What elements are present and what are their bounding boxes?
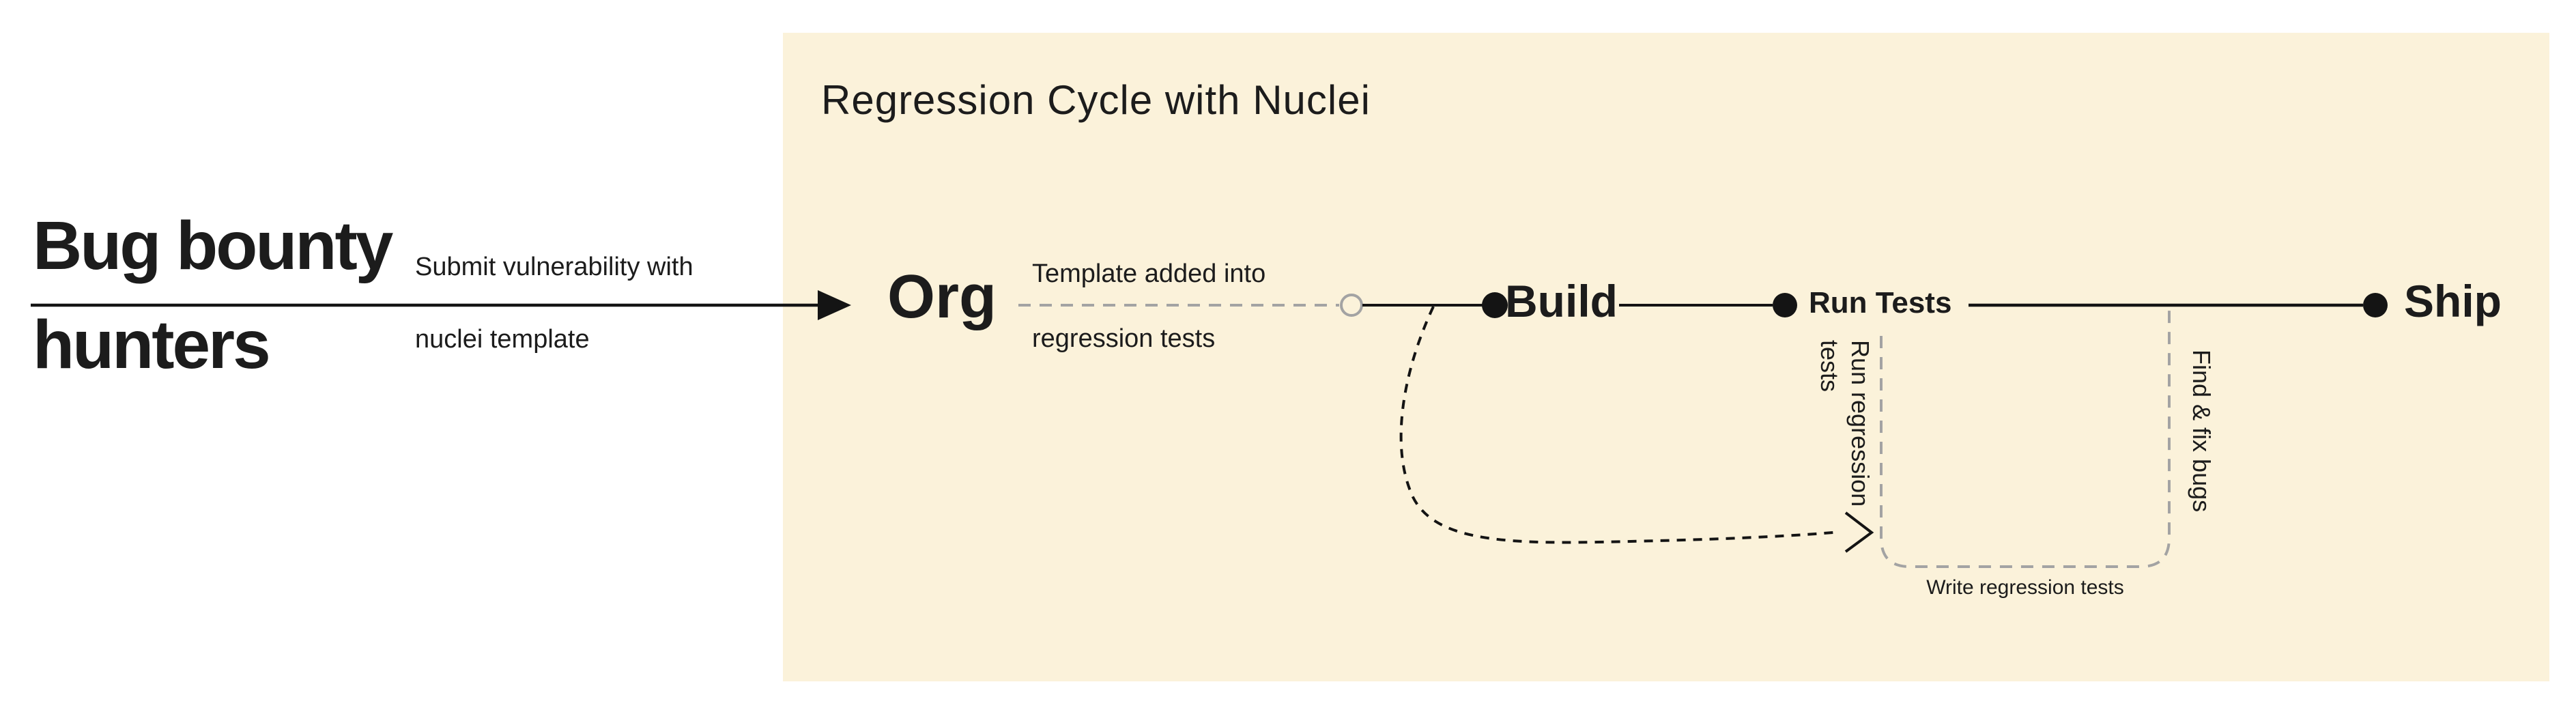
milestone-open-circle-icon [1340,294,1363,317]
find-fix-vertical-label: Find & fix bugs [2188,350,2216,513]
submit-arrowhead-icon [818,290,851,320]
org-node-label: Org [887,263,997,331]
feedback-dashed-curve [1399,306,1841,544]
run-regression-label-line1: Run regression [1846,340,1874,507]
feedback-arrowhead-icon [1844,511,1874,553]
ship-node-dot-icon [2363,293,2388,317]
ship-node-label: Ship [2404,276,2502,326]
template-added-label-line2: regression tests [1032,324,1216,353]
template-added-label-line1: Template added into [1032,259,1266,288]
submit-arrow-label-line1: Submit vulnerability with [415,253,693,281]
regression-bracket [1880,309,2171,568]
run-regression-label-line2: tests [1816,340,1844,393]
actor-name-line1: Bug bounty [33,208,393,284]
submit-arrow-label-line2: nuclei template [415,325,590,354]
actor-name-line2: hunters [33,307,271,383]
build-node-label: Build [1505,276,1618,326]
run-regression-vertical-label: Run regression tests [1814,340,1876,507]
build-node-dot-icon [1482,292,1508,318]
regression-cycle-panel [783,33,2549,681]
runtests-node-label: Run Tests [1809,286,1952,320]
write-regression-label: Write regression tests [1926,576,2124,599]
runtests-node-dot-icon [1773,293,1797,317]
panel-title: Regression Cycle with Nuclei [821,77,1371,123]
